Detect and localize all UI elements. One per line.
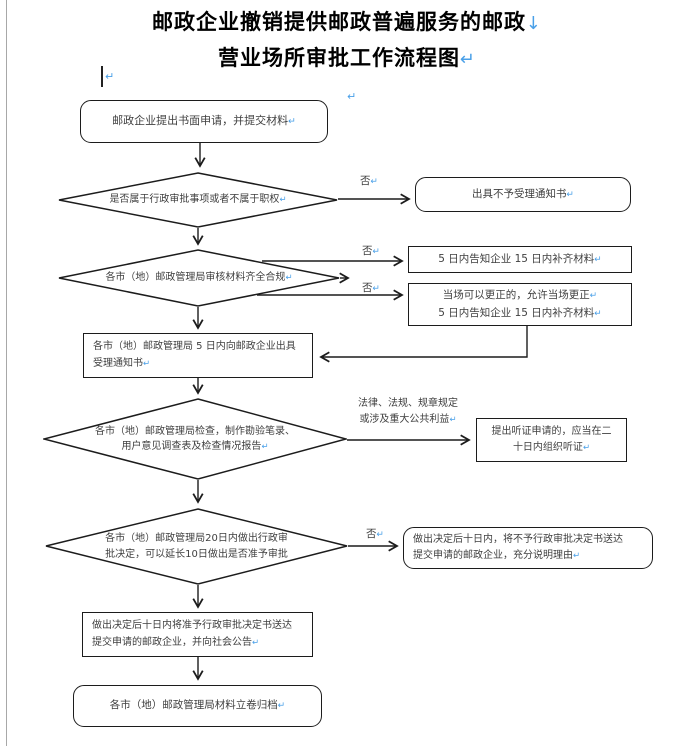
label-no-2: 否↵ (362, 245, 380, 257)
node-reject-delivery: 做出决定后十日内，将不予行政审批决定书送达 提交申请的邮政企业，充分说明理由↵ (403, 527, 653, 569)
node-inform-supplement: 5 日内告知企业 15 日内补齐材料↵ (408, 246, 632, 273)
title-line-1: 邮政企业撤销提供邮政普遍服务的邮政↓ (152, 10, 541, 34)
node-decision-approval: 各市（地）邮政管理局20日内做出行政审 批决定，可以延长10日做出是否准予审批 (45, 508, 348, 585)
pilcrow-mark-icon: ↵ (143, 358, 151, 369)
node-correct-onsite: 当场可以更正的，允许当场更正↵ 5 日内告知企业 15 日内补齐材料↵ (408, 283, 632, 326)
label-hearing-condition: 法律、法规、规章规定 或涉及重大公共利益↵ (358, 398, 458, 425)
pilcrow-mark-icon: ↵ (582, 443, 591, 453)
node-decision-materials: 各市（地）邮政管理局审核材料齐全合规↵ (58, 249, 340, 307)
label-no-3: 否↵ (362, 282, 380, 294)
page-title: 邮政企业撤销提供邮政普遍服务的邮政↓ 营业场所审批工作流程图↵ (0, 4, 693, 76)
node-approve-delivery: 做出决定后十日内将准予行政审批决定书送达 提交申请的邮政企业，并向社会公告↵ (82, 612, 313, 657)
node-inspection: 各市（地）邮政管理局检查，制作勘验笔录、 用户意见调查表及检查情况报告↵ (43, 398, 347, 480)
node-hearing: 提出听证申请的，应当在二 十日内组织听证↵ (476, 418, 627, 462)
pilcrow-mark-icon: ↵ (261, 442, 269, 452)
title-line-2: 营业场所审批工作流程图↵ (218, 46, 475, 71)
page-edge-line (6, 0, 7, 746)
pilcrow-mark-icon: ↵ (285, 273, 293, 284)
pilcrow-mark-icon: ↵ (370, 177, 378, 187)
pilcrow-mark-icon: ↵ (594, 254, 602, 265)
node-acceptance-notice: 各市（地）邮政管理局 5 日内向邮政企业出具 受理通知书↵ (83, 333, 313, 378)
label-no-1: 否↵ (360, 175, 378, 187)
pilcrow-mark-icon: ↵ (376, 530, 384, 540)
pilcrow-mark-icon: ↵ (277, 701, 286, 712)
pilcrow-mark-icon: ↵ (372, 284, 380, 294)
pilcrow-mark-icon: ↵ (105, 70, 115, 83)
text-cursor (101, 66, 103, 87)
linebreak-mark-icon: ↓ (526, 13, 541, 34)
pilcrow-mark-icon: ↵ (279, 195, 287, 206)
pilcrow-mark-icon: ↵ (589, 291, 598, 302)
pilcrow-mark-icon: ↵ (252, 637, 260, 648)
pilcrow-mark-icon: ↵ (449, 415, 457, 425)
pilcrow-mark-icon: ↵ (566, 189, 574, 200)
pilcrow-mark-icon: ↵ (460, 49, 475, 71)
pilcrow-mark-icon: ↵ (573, 551, 581, 561)
node-decision-jurisdiction: 是否属于行政审批事项或者不属于职权↵ (58, 172, 338, 228)
label-no-4: 否↵ (366, 528, 384, 540)
node-notice-reject: 出具不予受理通知书↵ (415, 177, 631, 212)
pilcrow-mark-icon: ↵ (347, 90, 357, 103)
node-apply: 邮政企业提出书面申请，并提交材料↵ (80, 100, 328, 143)
pilcrow-mark-icon: ↵ (288, 116, 296, 128)
pilcrow-mark-icon: ↵ (594, 308, 602, 319)
node-archive: 各市（地）邮政管理局材料立卷归档↵ (73, 685, 322, 727)
pilcrow-mark-icon: ↵ (372, 247, 380, 257)
